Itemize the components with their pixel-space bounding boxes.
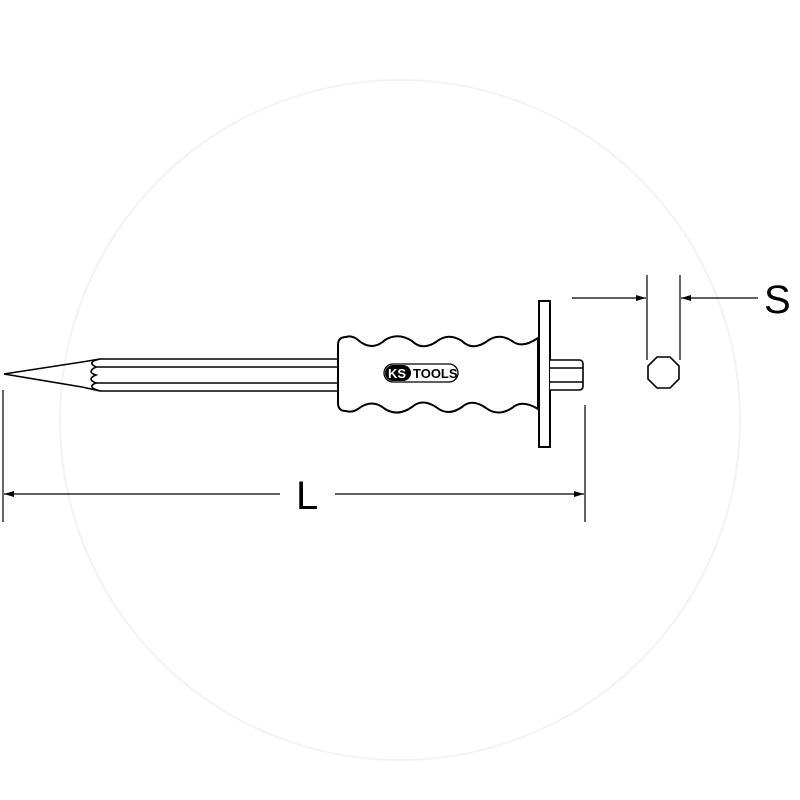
octagon-cross-section [647, 356, 680, 389]
watermark [59, 79, 741, 761]
width-label: S [764, 278, 791, 322]
hand-guard [538, 300, 551, 448]
logo-mark: KS [388, 366, 406, 381]
chisel-end [550, 359, 584, 391]
width-dimension [572, 275, 758, 360]
length-dimension [2, 390, 586, 522]
length-label: L [296, 474, 318, 518]
logo-wordmark: TOOLS [413, 366, 458, 381]
ks-tools-logo: KS TOOLS [383, 363, 459, 383]
chisel-shaft [3, 358, 340, 392]
